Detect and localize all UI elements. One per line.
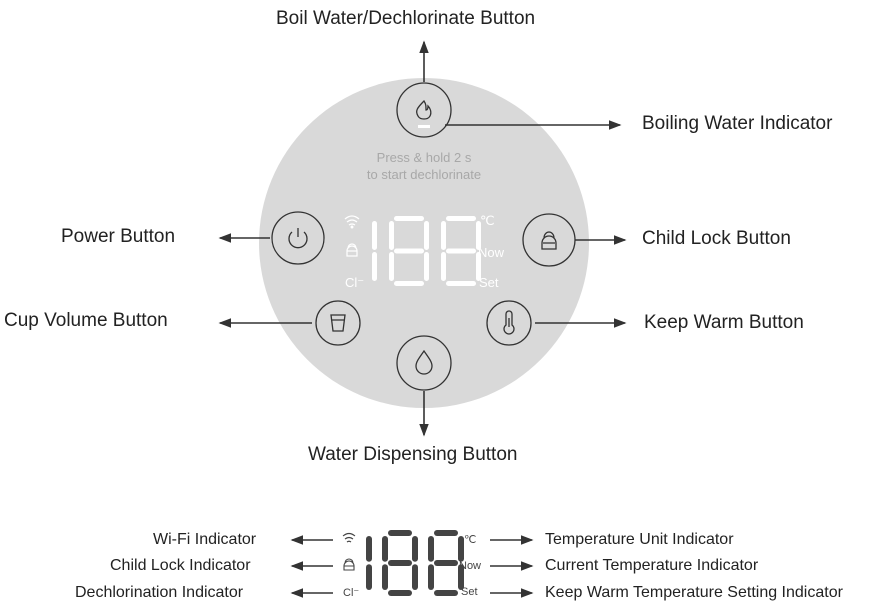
power-icon	[288, 228, 308, 249]
wifi-icon	[344, 215, 360, 229]
now-indicator: Now	[478, 245, 505, 260]
legend-cl: Cl⁻	[343, 587, 360, 599]
display-segment	[388, 560, 412, 566]
celsius-indicator: ℃	[480, 213, 495, 228]
cup-volume-button[interactable]	[315, 300, 361, 346]
display-segment	[382, 564, 388, 590]
display-segment	[366, 564, 372, 590]
display-segment	[372, 221, 377, 250]
seven-segment-display	[372, 216, 481, 286]
current-temperature-indicator-label: Current Temperature Indicator	[545, 557, 759, 574]
dechlorination-indicator: Cl⁻	[345, 275, 365, 290]
display-segment	[446, 248, 476, 254]
legend-now: Now	[459, 560, 482, 572]
display-segment	[446, 281, 476, 286]
display-segment	[389, 252, 394, 281]
boiling-water-indicator	[418, 125, 430, 128]
display-segment	[366, 536, 372, 562]
display-segment	[434, 530, 458, 536]
display-segment	[388, 530, 412, 536]
display-segment	[446, 216, 476, 221]
set-indicator: Set	[479, 275, 499, 290]
temperature-unit-indicator-label: Temperature Unit Indicator	[545, 531, 734, 548]
display-segment	[388, 590, 412, 596]
hint-line-2: to start dechlorinate	[366, 167, 482, 182]
display-segment	[389, 221, 394, 250]
water-dispensing-label: Water Dispensing Button	[308, 444, 518, 465]
display-segment	[372, 252, 377, 281]
keep-warm-setting-indicator-label: Keep Warm Temperature Setting Indicator	[545, 584, 843, 601]
dechlorinate-hint: Press & hold 2 s to start dechlorinate	[324, 149, 524, 183]
boil-water-button[interactable]	[396, 82, 452, 138]
power-label: Power Button	[61, 226, 176, 247]
display-segment	[424, 252, 429, 281]
display-segment	[394, 281, 424, 286]
wifi-legend-icon	[342, 532, 356, 543]
dechlorination-indicator-label: Dechlorination Indicator	[75, 584, 244, 601]
display-segment	[412, 564, 418, 590]
display-segment	[412, 536, 418, 562]
boiling-indicator-label: Boiling Water Indicator	[642, 113, 833, 134]
legend-set: Set	[461, 586, 478, 598]
lock-icon	[541, 231, 557, 250]
display-segment	[476, 252, 481, 281]
callout-arrows	[218, 40, 627, 598]
water-dispensing-button[interactable]	[396, 335, 452, 391]
thermometer-icon	[503, 310, 515, 335]
display-segment	[441, 252, 446, 281]
child-lock-indicator-label: Child Lock Indicator	[110, 557, 251, 574]
display-segment	[424, 221, 429, 250]
power-button[interactable]	[271, 211, 325, 265]
display-segment	[394, 216, 424, 221]
child-lock-button[interactable]	[522, 213, 576, 267]
display-segment	[458, 564, 464, 590]
display-segment	[394, 248, 424, 254]
display-segment	[434, 590, 458, 596]
display-segment	[458, 536, 464, 562]
boil-water-label: Boil Water/Dechlorinate Button	[276, 8, 536, 29]
seven-segment-legend	[366, 530, 464, 596]
cup-icon	[330, 314, 346, 332]
hint-line-1: Press & hold 2 s	[376, 150, 472, 165]
keep-warm-label: Keep Warm Button	[644, 312, 804, 333]
display-segment	[441, 221, 446, 250]
legend-celsius: ℃	[464, 534, 477, 546]
keep-warm-button[interactable]	[486, 300, 532, 346]
water-drop-icon	[415, 349, 433, 375]
lock-indicator-icon	[346, 243, 358, 257]
flame-icon	[416, 99, 432, 120]
cup-volume-label: Cup Volume Button	[4, 310, 168, 331]
child-lock-label: Child Lock Button	[642, 228, 791, 249]
display-segment	[428, 564, 434, 590]
display-segment	[382, 536, 388, 562]
lock-legend-icon	[343, 558, 355, 571]
display-segment	[428, 536, 434, 562]
wifi-indicator-label: Wi-Fi Indicator	[153, 531, 257, 548]
display-segment	[434, 560, 458, 566]
display-segment	[476, 221, 481, 250]
